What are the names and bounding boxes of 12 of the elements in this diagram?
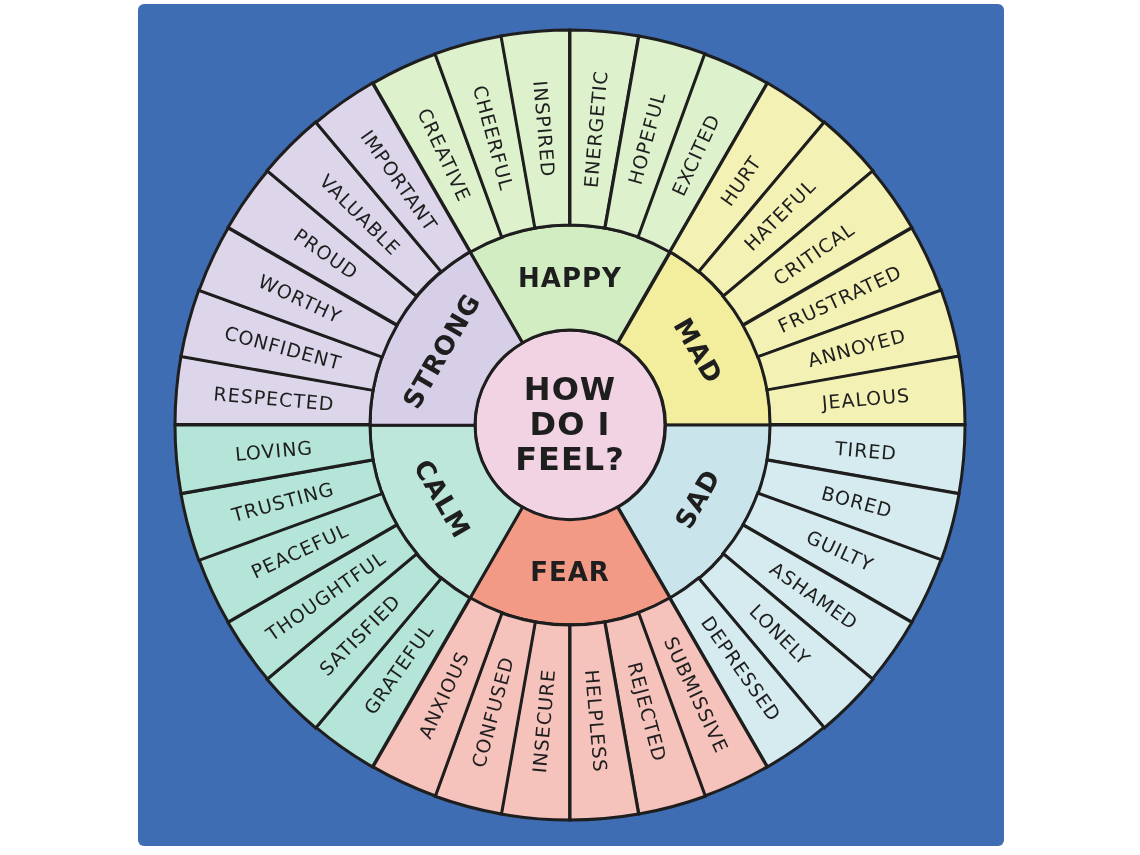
wheel-title: HOW DO I FEEL?	[514, 372, 626, 478]
feeling-word: INSECURE	[529, 668, 559, 775]
emotion-category: HAPPY	[518, 263, 622, 292]
feeling-word: INSPIRED	[529, 79, 559, 178]
feeling-word: ENERGETIC	[580, 69, 612, 189]
feeling-word: TIRED	[834, 437, 899, 465]
emotion-category: FEAR	[530, 558, 610, 587]
feeling-word: BORED	[819, 482, 896, 522]
feeling-word: HELPLESS	[581, 669, 611, 774]
feeling-word: LOVING	[233, 437, 314, 465]
feeling-word: RESPECTED	[212, 383, 335, 415]
feeling-word: JEALOUS	[821, 384, 912, 414]
